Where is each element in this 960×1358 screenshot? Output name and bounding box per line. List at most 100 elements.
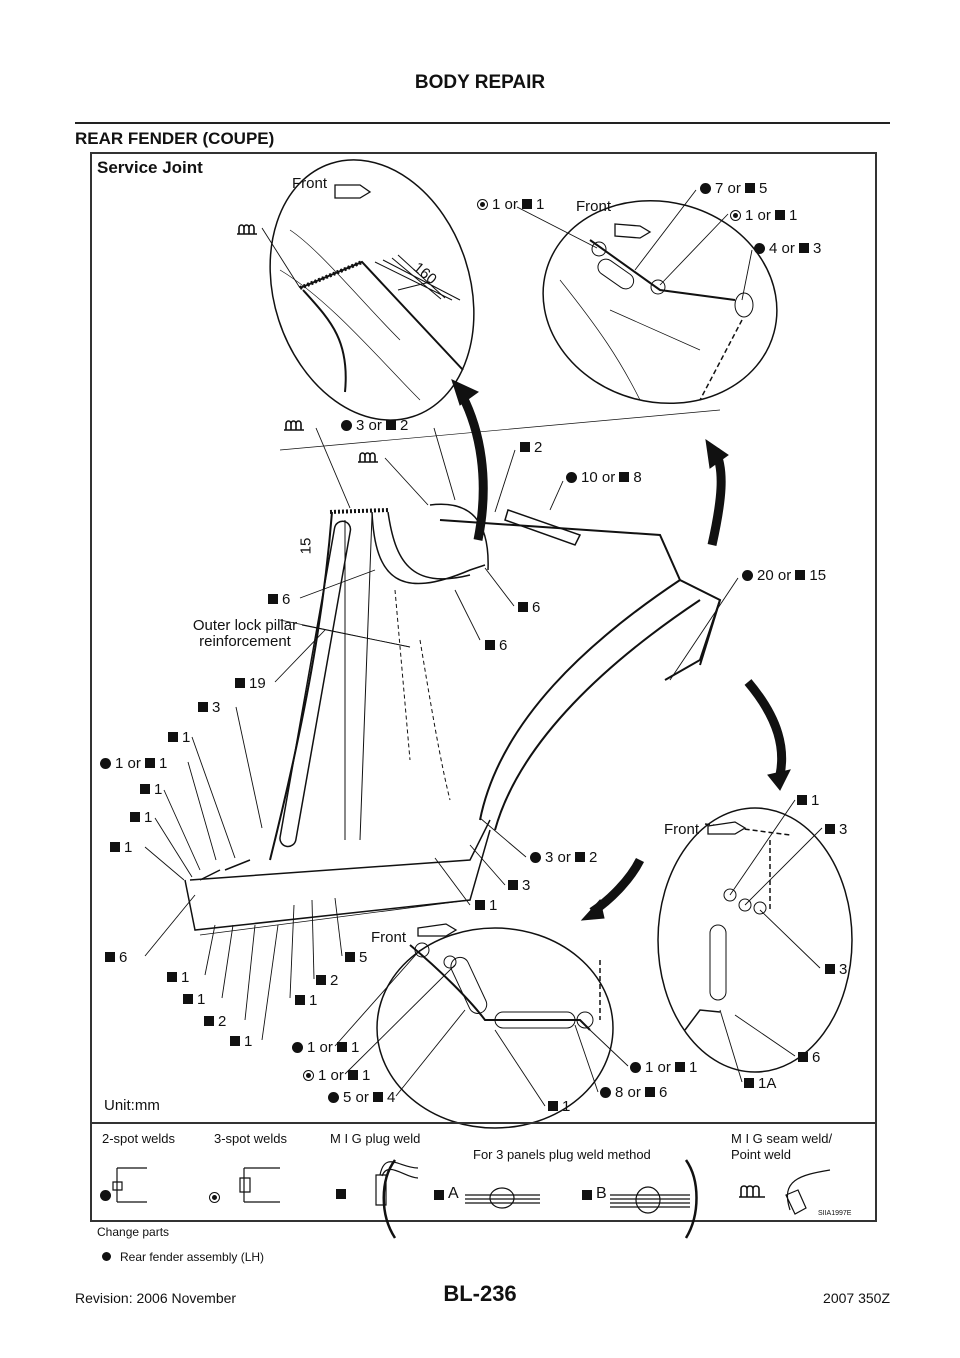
weld-callout: 1 or 1	[292, 1040, 359, 1056]
weld-count: 6	[812, 1049, 821, 1066]
mig-plug-weld-icon	[619, 472, 630, 482]
weld-count: 3	[522, 877, 531, 894]
legend-square-icon	[434, 1190, 444, 1200]
weld-count: 3	[839, 821, 848, 838]
weld-count: 1	[309, 992, 318, 1009]
weld-count: 1	[159, 755, 168, 772]
weld-count: 5	[759, 180, 768, 197]
weld-count: 2	[589, 849, 598, 866]
legend-double-circle-icon	[209, 1192, 220, 1203]
mig-plug-weld-icon	[105, 952, 115, 962]
figure-frame	[90, 152, 877, 1222]
weld-callout: 3	[825, 822, 847, 838]
figure-code: SIIA1997E	[818, 1210, 852, 1217]
weld-count: 2	[400, 417, 409, 434]
legend-point-weld: Point weld	[731, 1147, 791, 1162]
weld-callout: 1 or 1	[630, 1060, 697, 1076]
mig-plug-weld-icon	[645, 1087, 656, 1097]
mig-plug-weld-icon	[386, 420, 397, 430]
weld-count: 1	[181, 969, 190, 986]
weld-callout: 19	[235, 676, 266, 692]
mig-plug-weld-icon	[508, 880, 518, 890]
revision: Revision: 2006 November	[75, 1290, 237, 1306]
legend-seam-weld-icon	[739, 1185, 765, 1198]
weld-count: 1	[182, 729, 191, 746]
mig-plug-weld-icon	[475, 900, 485, 910]
weld-callout: 6	[798, 1050, 820, 1066]
mig-plug-weld-icon	[799, 243, 810, 253]
legend-mig-seam: M I G seam weld/	[731, 1131, 833, 1146]
outer-lock-pillar-label: Outer lock pillar reinforcement	[192, 617, 298, 650]
weld-count: 3	[356, 417, 365, 434]
mig-plug-weld-icon	[230, 1036, 240, 1046]
two-spot-weld-icon	[600, 1087, 611, 1098]
mig-plug-weld-icon	[520, 442, 530, 452]
mig-plug-weld-icon	[522, 199, 533, 209]
mig-plug-weld-icon	[168, 732, 178, 742]
weld-count: 1	[489, 897, 498, 914]
legend-two-spot: 2-spot welds	[102, 1131, 175, 1146]
figure-heading: Service Joint	[97, 158, 203, 177]
front-label: Front	[292, 175, 328, 192]
weld-callout: 1	[295, 993, 317, 1009]
two-spot-weld-icon	[566, 472, 577, 483]
weld-callout: 1 or 1	[303, 1068, 370, 1084]
weld-callout: 1	[475, 898, 497, 914]
weld-count: 1	[124, 839, 133, 856]
weld-callout: 1	[140, 782, 162, 798]
mig-plug-weld-icon	[140, 784, 150, 794]
mig-plug-weld-icon	[798, 1052, 808, 1062]
weld-callout: 6	[485, 638, 507, 654]
weld-callout: 6	[518, 600, 540, 616]
or-label: or	[500, 196, 523, 213]
weld-callout: 1	[168, 730, 190, 746]
weld-count: 5	[359, 949, 368, 966]
page-header-title: BODY REPAIR	[414, 72, 546, 93]
mig-plug-weld-icon	[110, 842, 120, 852]
weld-callout: 10 or 8	[566, 470, 642, 486]
weld-callout: 1	[548, 1099, 570, 1115]
or-label: or	[351, 1089, 374, 1106]
weld-count: 1	[745, 207, 754, 224]
weld-count: 6	[499, 637, 508, 654]
weld-callout: 1 or 1	[477, 197, 544, 213]
weld-callout: 6	[105, 950, 127, 966]
weld-count: 2	[534, 439, 543, 456]
dimension-15: 15	[297, 537, 315, 555]
mig-plug-weld-icon	[575, 852, 586, 862]
weld-count: 3	[813, 240, 822, 257]
weld-count: 8	[615, 1084, 624, 1101]
weld-count: 1	[154, 781, 163, 798]
mig-plug-weld-icon	[825, 964, 835, 974]
two-spot-weld-icon	[530, 852, 541, 863]
legend-divider	[90, 1122, 877, 1124]
legend-square-icon	[582, 1190, 592, 1200]
seam-weld-icon	[236, 221, 258, 238]
weld-callout: 3	[825, 962, 847, 978]
mig-plug-weld-icon	[130, 812, 140, 822]
weld-callout	[357, 450, 379, 466]
or-label: or	[123, 755, 146, 772]
seam-weld-icon	[283, 417, 305, 434]
three-spot-weld-icon	[730, 210, 741, 221]
weld-callout: 2	[204, 1014, 226, 1030]
mig-plug-weld-icon	[268, 594, 278, 604]
legend-dot-icon	[100, 1190, 111, 1201]
weld-callout: 1	[167, 970, 189, 986]
mig-plug-weld-icon	[518, 602, 528, 612]
mig-plug-weld-icon	[373, 1092, 384, 1102]
mig-plug-weld-icon	[145, 758, 156, 768]
weld-count: 2	[330, 972, 339, 989]
weld-callout: 1 or 1	[730, 208, 797, 224]
mig-plug-weld-icon	[775, 210, 786, 220]
mig-plug-weld-icon	[337, 1042, 348, 1052]
weld-callout: 8 or 6	[600, 1085, 667, 1101]
mig-plug-weld-icon	[485, 640, 495, 650]
or-label: or	[597, 469, 620, 486]
or-label: or	[315, 1039, 338, 1056]
weld-count: 6	[119, 949, 128, 966]
two-spot-weld-icon	[100, 758, 111, 769]
weld-count: 1	[562, 1098, 571, 1115]
weld-count: 1	[307, 1039, 316, 1056]
legend-method-b: B	[596, 1185, 607, 1202]
